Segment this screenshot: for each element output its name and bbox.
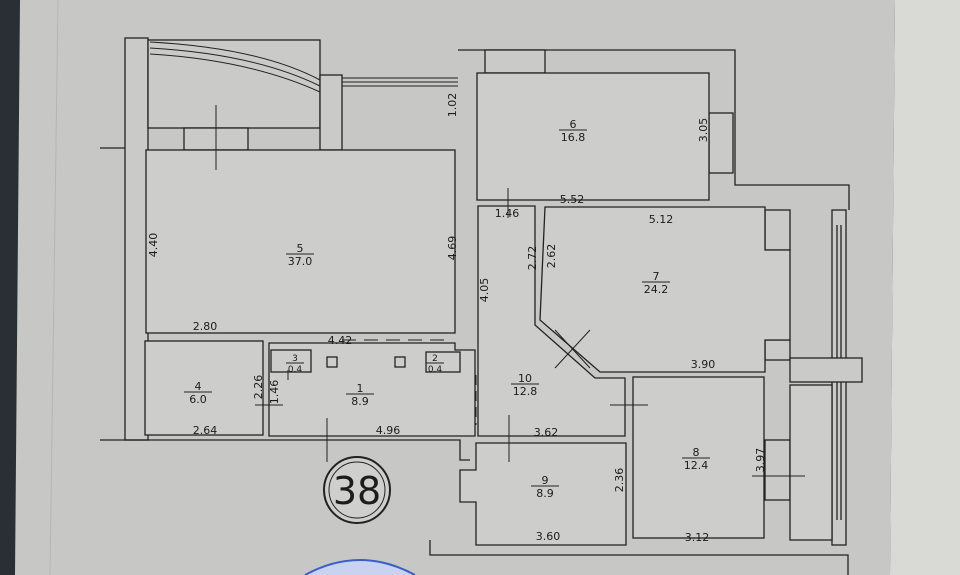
room-1: [268, 342, 476, 437]
room-number: 8: [693, 446, 700, 459]
apartment-number-badge: 38: [323, 456, 391, 524]
dimension-label: 3.05: [697, 118, 710, 143]
balcony: [147, 39, 321, 129]
dimension-label: 5.12: [649, 213, 674, 226]
dimension-label: 2.72: [526, 246, 539, 271]
dimension-label: 3.97: [754, 448, 767, 473]
room-10: [477, 205, 626, 437]
room-area: 12.8: [513, 385, 538, 398]
stamp-mark: [304, 559, 416, 575]
dimension-label: 5.52: [560, 193, 585, 206]
dimension-label: 2.36: [613, 468, 626, 493]
room-2: [425, 351, 461, 373]
dimension-label: 3.60: [536, 530, 561, 543]
paper-margin: [890, 0, 960, 575]
room-4: [144, 340, 264, 436]
room-number: 3: [292, 354, 298, 364]
dimension-label: 1.46: [495, 207, 520, 220]
apartment-number: 38: [333, 469, 381, 513]
room-number: 6: [570, 118, 577, 131]
room-number: 5: [297, 242, 304, 255]
walls: [100, 37, 863, 575]
dimension-label: 2.80: [193, 320, 218, 333]
room-number: 4: [195, 380, 202, 393]
room-number: 2: [432, 354, 438, 364]
dimension-label: 3.12: [685, 531, 710, 544]
balcony-pier: [319, 74, 343, 151]
room-area: 8.9: [351, 395, 369, 408]
room-area: 24.2: [644, 283, 669, 296]
room-area: 12.4: [684, 459, 709, 472]
room-number: 7: [653, 270, 660, 283]
dimension-label: 2.26: [252, 375, 265, 400]
dimension-label: 4.69: [446, 236, 459, 261]
room-labels: 18.920.430.446.0537.0616.8724.2812.498.9…: [184, 118, 710, 500]
room-area: 0.4: [428, 365, 443, 375]
dimension-label: 1.02: [446, 93, 459, 118]
room-area: 0.4: [288, 365, 303, 375]
room-9: [459, 442, 627, 546]
room-number: 1: [357, 382, 364, 395]
room-3: [270, 349, 312, 373]
dimension-label: 2.62: [545, 244, 558, 269]
room-number: 10: [518, 372, 532, 385]
room-area: 8.9: [536, 487, 554, 500]
dimension-label: 2.64: [193, 424, 218, 437]
room-area: 16.8: [561, 131, 586, 144]
door-marks: [215, 105, 805, 477]
dimension-label: 4.42: [328, 334, 353, 347]
dimension-label: 4.96: [376, 424, 401, 437]
room-5: [145, 149, 456, 334]
room-number: 9: [542, 474, 549, 487]
dimension-label: 3.90: [691, 358, 716, 371]
dimension-label: 3.62: [534, 426, 559, 439]
dimension-label: 1.46: [268, 380, 281, 405]
room-area: 37.0: [288, 255, 313, 268]
rooms: [144, 72, 833, 546]
dimension-label: 4.05: [478, 278, 491, 303]
dimension-label: 4.40: [147, 233, 160, 258]
room-area: 6.0: [189, 393, 207, 406]
paper-fold: [49, 0, 59, 575]
room-6: [476, 72, 710, 201]
